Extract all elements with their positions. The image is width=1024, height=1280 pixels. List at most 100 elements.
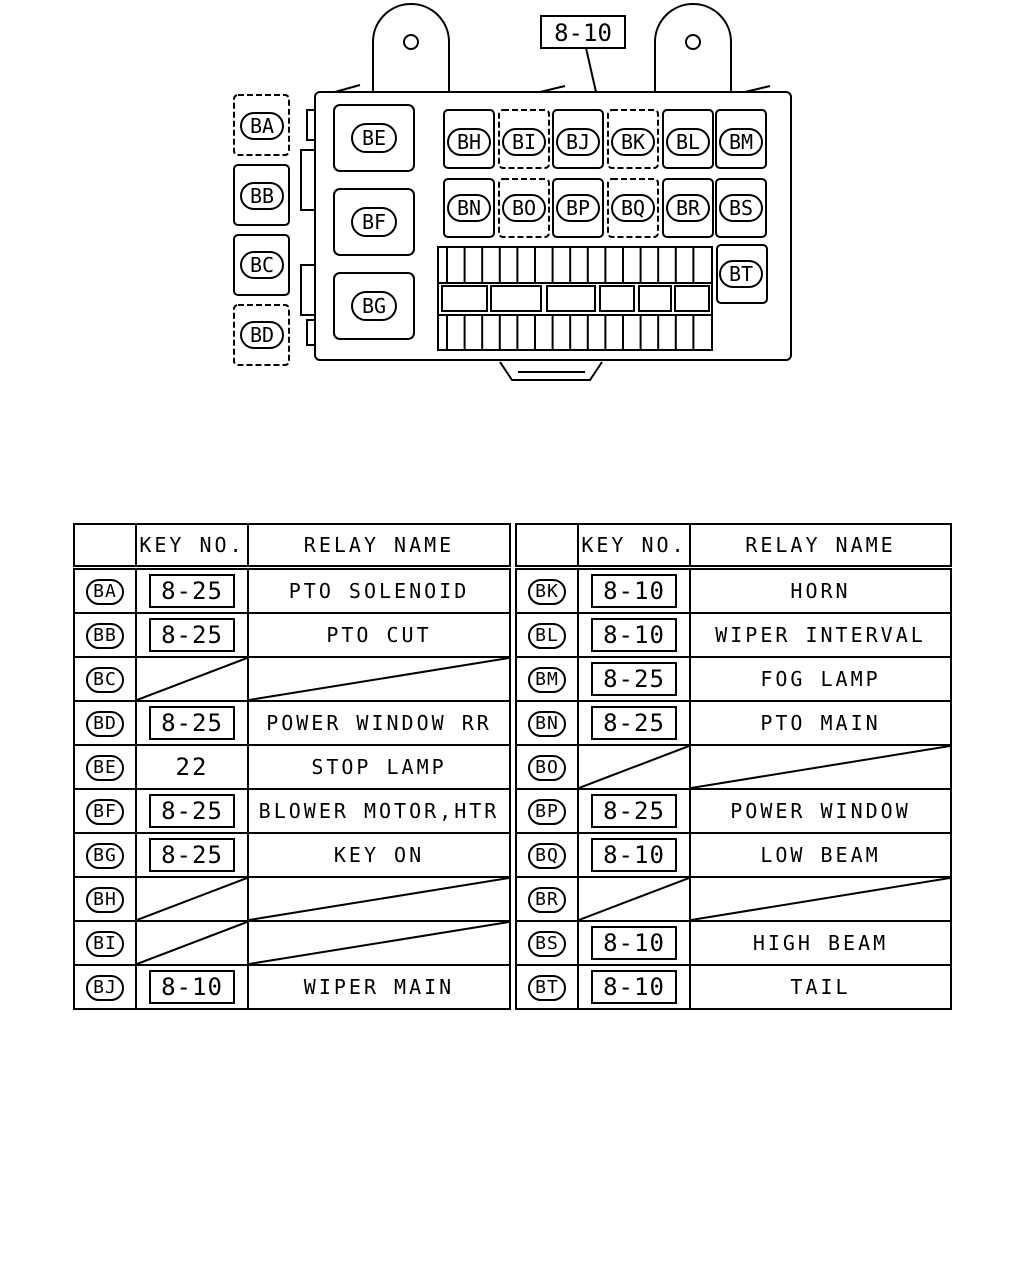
- table-row: BS 8-10 HIGH BEAM: [515, 920, 952, 966]
- left-bolt-hole: [403, 34, 419, 50]
- relay-label-cell: BT: [515, 964, 579, 1010]
- key-no-cell: [577, 876, 691, 922]
- relay-label: BB: [86, 622, 124, 649]
- relay-label-cell: BO: [515, 744, 579, 790]
- relay-label-cell: BK: [515, 566, 579, 614]
- relay-position-label: BB: [240, 182, 284, 210]
- relay-label-cell: BE: [73, 744, 137, 790]
- relay-label: BE: [86, 754, 124, 781]
- key-no-cell: 8-25: [577, 656, 691, 702]
- relay-position-label: BJ: [556, 128, 600, 156]
- empty-cell-diagonal: [137, 878, 247, 920]
- relay-name-cell: HIGH BEAM: [689, 920, 952, 966]
- relay-position-text: BH: [457, 130, 481, 154]
- relay-name-cell: [247, 656, 511, 702]
- key-no: 8-10: [149, 970, 235, 1004]
- relay-name-cell: HORN: [689, 566, 952, 614]
- key-no-cell: 8-25: [577, 788, 691, 834]
- relay-position-text: BS: [729, 196, 753, 220]
- relay-position-text: BI: [512, 130, 536, 154]
- relay-name: TAIL: [790, 975, 851, 999]
- table-row: BH: [73, 876, 511, 922]
- relay-label-cell: BM: [515, 656, 579, 702]
- key-no: 8-10: [591, 970, 677, 1004]
- relay-label: BA: [86, 578, 124, 605]
- relay-position-label: BF: [351, 207, 397, 237]
- relay-position-text: BC: [250, 253, 274, 277]
- relay-label-cell: BC: [73, 656, 137, 702]
- key-no-cell: 8-25: [135, 700, 249, 746]
- empty-cell-diagonal: [579, 746, 689, 788]
- relay-label: BI: [86, 930, 124, 957]
- key-no-cell: 8-10: [577, 832, 691, 878]
- relay-label: BP: [528, 798, 566, 825]
- key-no-cell: 8-10: [135, 964, 249, 1010]
- key-no-cell: 8-10: [577, 612, 691, 658]
- relay-label: BK: [528, 578, 566, 605]
- key-no: 8-10: [591, 574, 677, 608]
- relay-position-label: BL: [666, 128, 710, 156]
- relay-position-text: BA: [250, 114, 274, 138]
- key-no: 8-25: [149, 794, 235, 828]
- relay-position-text: BG: [362, 294, 386, 318]
- relay-label: BR: [528, 886, 566, 913]
- relay-label: BS: [528, 930, 566, 957]
- key-no-cell: [135, 920, 249, 966]
- key-no: 22: [175, 753, 209, 781]
- table-header-row: KEY NO. RELAY NAME: [73, 523, 511, 570]
- relay-name-cell: [689, 744, 952, 790]
- key-no-cell: [577, 744, 691, 790]
- relay-label-cell: BL: [515, 612, 579, 658]
- relay-name-cell: FOG LAMP: [689, 656, 952, 702]
- relay-position-label: BG: [351, 291, 397, 321]
- relay-position-label: BN: [447, 194, 491, 222]
- relay-position-label: BM: [719, 128, 763, 156]
- relay-name-cell: PTO CUT: [247, 612, 511, 658]
- relay-name-cell: WIPER INTERVAL: [689, 612, 952, 658]
- empty-cell-diagonal: [249, 878, 509, 920]
- table-row: BK 8-10 HORN: [515, 566, 952, 614]
- relay-label: BD: [86, 710, 124, 737]
- relay-name-cell: WIPER MAIN: [247, 964, 511, 1010]
- key-no-cell: 8-10: [577, 920, 691, 966]
- relay-label-cell: BQ: [515, 832, 579, 878]
- relay-label: BH: [86, 886, 124, 913]
- table-header-row: KEY NO. RELAY NAME: [515, 523, 952, 570]
- relay-name: STOP LAMP: [311, 755, 447, 779]
- table-row: BE 22 STOP LAMP: [73, 744, 511, 790]
- key-no-cell: [135, 876, 249, 922]
- relay-position-text: BK: [621, 130, 645, 154]
- key-no-cell: 8-10: [577, 566, 691, 614]
- key-no-cell: 8-25: [135, 612, 249, 658]
- relay-position-label: BE: [351, 123, 397, 153]
- right-mounting-bracket: [654, 3, 732, 92]
- relay-position-label: BS: [719, 194, 763, 222]
- key-no-cell: 8-10: [577, 964, 691, 1010]
- relay-label-cell: BD: [73, 700, 137, 746]
- key-no: 8-25: [149, 574, 235, 608]
- key-no-cell: [135, 656, 249, 702]
- key-no: 8-10: [591, 926, 677, 960]
- empty-cell-diagonal: [691, 878, 950, 920]
- relay-label: BM: [528, 666, 566, 693]
- relay-position-text: BL: [676, 130, 700, 154]
- relay-label: BQ: [528, 842, 566, 869]
- ref-leader-line: [585, 47, 597, 93]
- key-no: 8-25: [591, 794, 677, 828]
- key-no-header: KEY NO.: [135, 523, 249, 570]
- relay-label-cell: BF: [73, 788, 137, 834]
- key-no: 8-10: [591, 838, 677, 872]
- table-row: BT 8-10 TAIL: [515, 964, 952, 1010]
- key-no: 8-25: [591, 662, 677, 696]
- relay-label: BG: [86, 842, 124, 869]
- relay-position-label: BR: [666, 194, 710, 222]
